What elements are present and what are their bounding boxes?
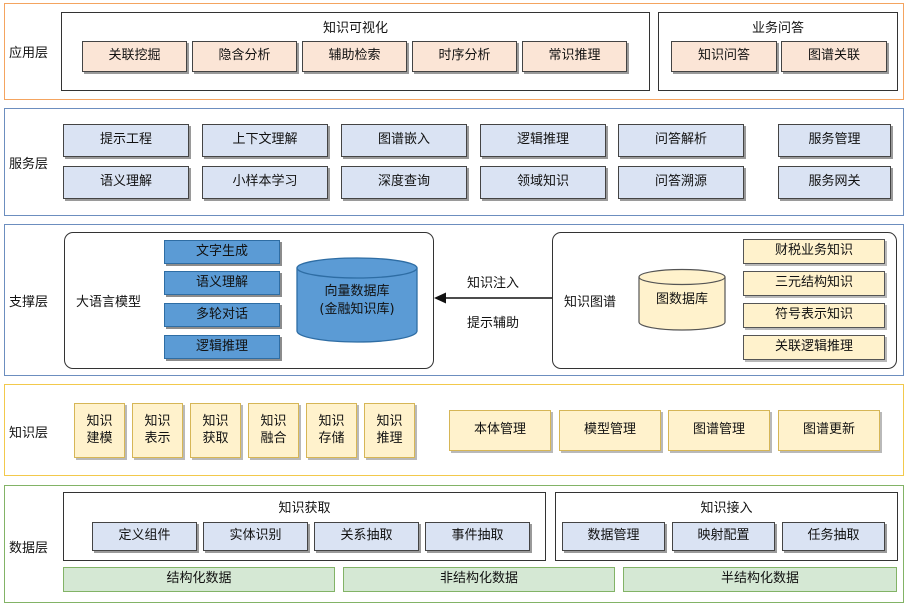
service-deep-query[interactable]: 深度查询	[341, 166, 467, 199]
knowledge-item-modeling[interactable]: 知识 建模	[74, 403, 125, 458]
service-layer-label: 服务层	[9, 157, 49, 172]
app-item-knowledge-qa[interactable]: 知识问答	[671, 41, 777, 72]
knowledge-item-storage[interactable]: 知识 存储	[306, 403, 357, 458]
kg-title: 知识图谱	[564, 295, 617, 310]
kg-item-symbolic-knowledge[interactable]: 符号表示知识	[743, 303, 885, 328]
kg-item-triple-knowledge[interactable]: 三元结构知识	[743, 271, 885, 296]
arrow-label-knowledge-injection: 知识注入	[467, 276, 520, 291]
service-management[interactable]: 服务管理	[778, 124, 891, 157]
graph-db-label: 图数据库	[655, 291, 708, 307]
service-prompt-engineering[interactable]: 提示工程	[63, 124, 189, 157]
knowledge-layer-label: 知识层	[9, 426, 49, 441]
knowledge-item-acquisition[interactable]: 知识 获取	[190, 403, 241, 458]
service-qa-parsing[interactable]: 问答解析	[618, 124, 744, 157]
app-item-temporal-analysis[interactable]: 时序分析	[412, 41, 517, 72]
data-item-define-component[interactable]: 定义组件	[92, 522, 197, 551]
knowledge-item-fusion[interactable]: 知识 融合	[248, 403, 299, 458]
service-qa-tracing[interactable]: 问答溯源	[618, 166, 744, 199]
llm-item-logic-reasoning[interactable]: 逻辑推理	[164, 335, 280, 359]
app-item-commonsense-reasoning[interactable]: 常识推理	[522, 41, 627, 72]
knowledge-ontology-management[interactable]: 本体管理	[449, 410, 551, 451]
left-arrow-icon	[434, 292, 553, 304]
service-logic-reasoning[interactable]: 逻辑推理	[480, 124, 606, 157]
kg-item-tax-knowledge[interactable]: 财税业务知识	[743, 239, 885, 264]
knowledge-item-reasoning[interactable]: 知识 推理	[364, 403, 415, 458]
support-layer-label: 支撑层	[9, 295, 49, 310]
app-item-association-mining[interactable]: 关联挖掘	[82, 41, 187, 72]
acquisition-title: 知识获取	[278, 501, 331, 516]
kg-item-association-reasoning[interactable]: 关联逻辑推理	[743, 335, 885, 360]
knowledge-model-management[interactable]: 模型管理	[559, 410, 661, 451]
knowledge-graph-update[interactable]: 图谱更新	[778, 410, 880, 451]
visualization-title: 知识可视化	[322, 21, 388, 36]
data-source-unstructured[interactable]: 非结构化数据	[343, 567, 615, 592]
data-item-task-extraction[interactable]: 任务抽取	[782, 522, 885, 551]
graph-db-icon[interactable]	[637, 268, 727, 332]
knowledge-item-representation[interactable]: 知识 表示	[132, 403, 183, 458]
app-item-implicit-analysis[interactable]: 隐含分析	[192, 41, 297, 72]
data-source-semi-structured[interactable]: 半结构化数据	[623, 567, 897, 592]
business-qa-title: 业务问答	[751, 21, 804, 36]
vector-db-icon[interactable]	[295, 256, 419, 344]
arrow-label-prompt-assist: 提示辅助	[467, 316, 520, 331]
access-title: 知识接入	[700, 501, 753, 516]
data-item-relation-extraction[interactable]: 关系抽取	[314, 522, 419, 551]
llm-item-text-generation[interactable]: 文字生成	[164, 240, 280, 264]
data-item-entity-recognition[interactable]: 实体识别	[203, 522, 308, 551]
llm-item-multi-turn-dialog[interactable]: 多轮对话	[164, 303, 280, 327]
llm-item-semantic-understanding[interactable]: 语义理解	[164, 271, 280, 295]
data-item-mapping-config[interactable]: 映射配置	[672, 522, 775, 551]
app-item-graph-association[interactable]: 图谱关联	[781, 41, 887, 72]
service-gateway[interactable]: 服务网关	[778, 166, 891, 199]
application-layer-label: 应用层	[9, 46, 49, 61]
data-item-event-extraction[interactable]: 事件抽取	[425, 522, 530, 551]
app-item-assisted-retrieval[interactable]: 辅助检索	[302, 41, 407, 72]
vector-db-label: 向量数据库 (金融知识库)	[319, 284, 395, 317]
service-domain-knowledge[interactable]: 领域知识	[480, 166, 606, 199]
knowledge-graph-management[interactable]: 图谱管理	[668, 410, 770, 451]
llm-title: 大语言模型	[76, 295, 142, 310]
data-layer-label: 数据层	[9, 541, 49, 556]
data-source-structured[interactable]: 结构化数据	[63, 567, 335, 592]
data-item-data-management[interactable]: 数据管理	[562, 522, 665, 551]
service-context-understanding[interactable]: 上下文理解	[202, 124, 328, 157]
service-semantic-understanding[interactable]: 语义理解	[63, 166, 189, 199]
service-few-shot-learning[interactable]: 小样本学习	[202, 166, 328, 199]
service-graph-embedding[interactable]: 图谱嵌入	[341, 124, 467, 157]
